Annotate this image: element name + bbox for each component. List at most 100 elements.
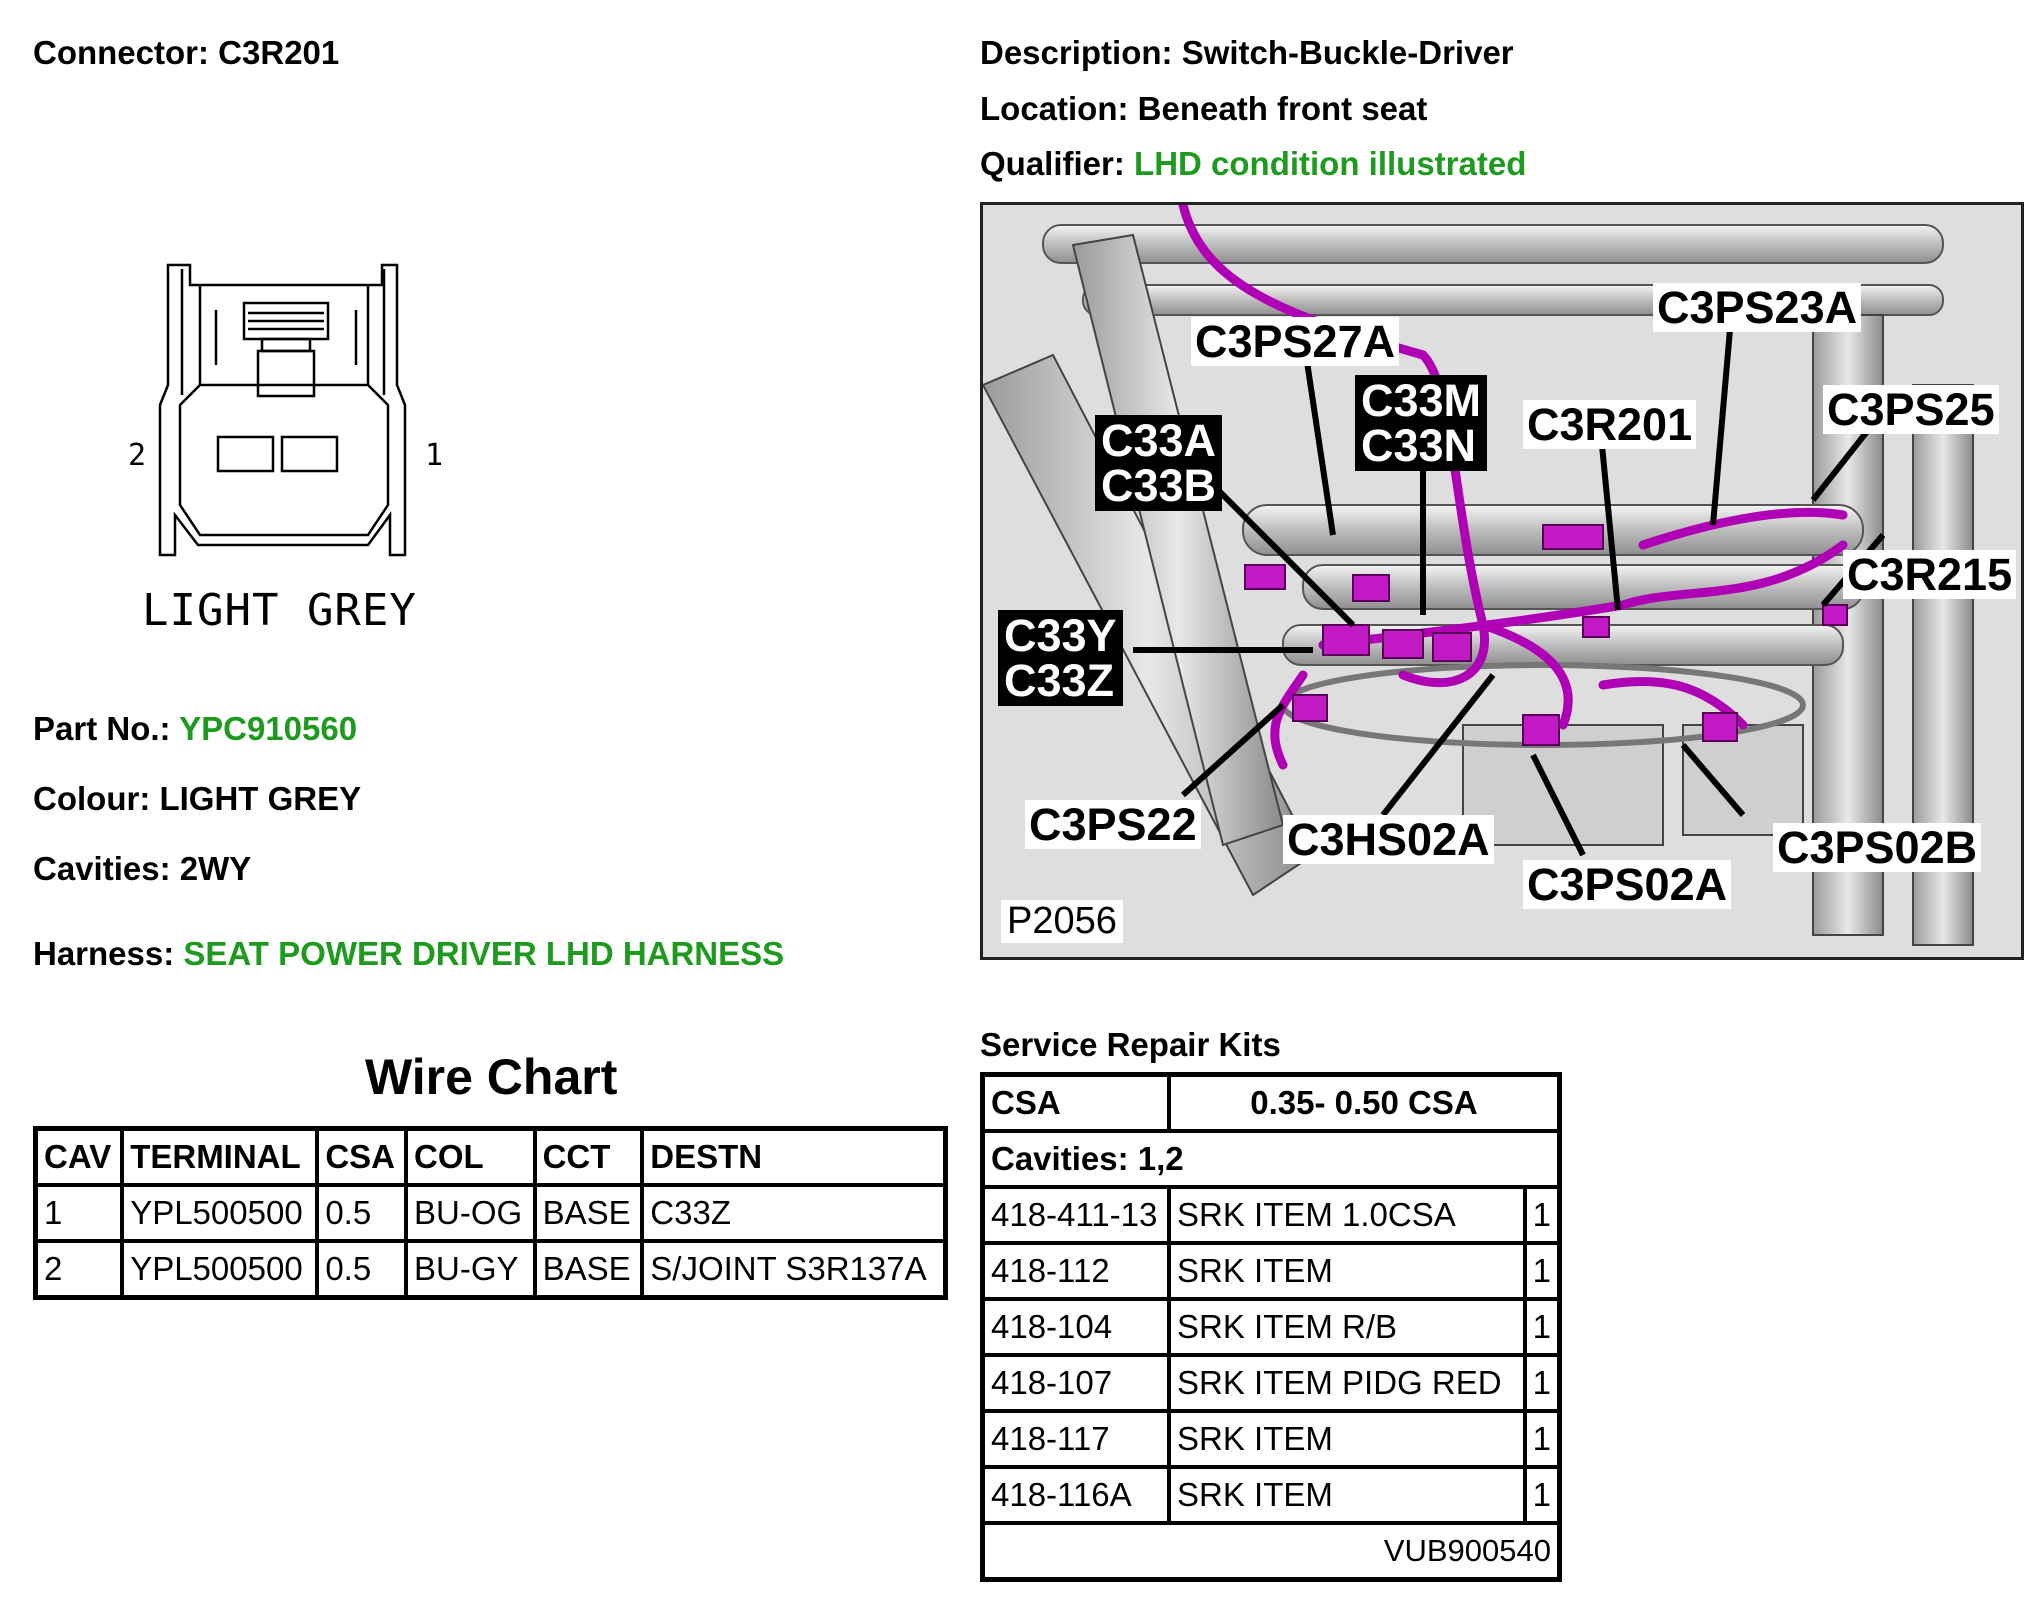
cell-cct: BASE xyxy=(532,1239,645,1300)
cell-destn: C33Z xyxy=(640,1183,948,1243)
cell-cct: BASE xyxy=(532,1183,645,1243)
kit-qty: 1 xyxy=(1522,1465,1562,1525)
cavities-line: Cavities: 2WY xyxy=(33,850,251,888)
drawing-caption: LIGHT GREY xyxy=(142,585,417,636)
callout-c33a: C33A xyxy=(1101,415,1217,466)
kit-qty: 1 xyxy=(1522,1241,1562,1301)
connector-line: Connector: C3R201 xyxy=(33,34,339,72)
kit-part: 418-117 xyxy=(980,1409,1171,1469)
table-row: 418-104 SRK ITEM R/B 1 xyxy=(980,1297,1562,1357)
kit-qty: 1 xyxy=(1522,1185,1562,1245)
kit-part: 418-411-13 xyxy=(980,1185,1171,1245)
table-row: 418-107 SRK ITEM PIDG RED 1 xyxy=(980,1353,1562,1413)
callout-c33y: C33Y xyxy=(1004,610,1117,661)
callout-c3ps27a: C3PS27A xyxy=(1191,317,1400,366)
kit-part: 418-116A xyxy=(980,1465,1171,1525)
location-photo: C3PS27A C3PS23A C33A C33B C33M C33N C3R2… xyxy=(980,202,2024,960)
callout-c3r215: C3R215 xyxy=(1843,550,2017,599)
connector-label: Connector: xyxy=(33,34,209,71)
col-col: COL xyxy=(404,1126,537,1187)
kit-desc: SRK ITEM PIDG RED xyxy=(1167,1353,1527,1413)
callout-c33m-c33n: C33M C33N xyxy=(1355,375,1488,471)
cavities-label: Cavities: xyxy=(33,850,171,887)
kit-part: 418-107 xyxy=(980,1353,1171,1413)
description-value: Switch-Buckle-Driver xyxy=(1181,34,1514,71)
table-row: 418-117 SRK ITEM 1 xyxy=(980,1409,1562,1469)
qualifier-label: Qualifier: xyxy=(980,145,1125,182)
callout-c33n: C33N xyxy=(1361,420,1477,471)
cell-cav: 1 xyxy=(33,1183,125,1243)
qualifier-line: Qualifier: LHD condition illustrated xyxy=(980,145,1526,183)
kit-desc: SRK ITEM xyxy=(1167,1465,1527,1525)
kit-desc: SRK ITEM xyxy=(1167,1241,1527,1301)
cell-col: BU-GY xyxy=(404,1239,537,1300)
col-csa: CSA xyxy=(315,1126,409,1187)
col-cct: CCT xyxy=(532,1126,645,1187)
callout-c33m: C33M xyxy=(1361,375,1482,426)
harness-label: Harness: xyxy=(33,935,175,972)
table-row: 2 YPL500500 0.5 BU-GY BASE S/JOINT S3R13… xyxy=(33,1239,948,1300)
callout-c3ps23a: C3PS23A xyxy=(1653,283,1862,332)
callout-c33b: C33B xyxy=(1101,460,1217,511)
pin-1-label: 1 xyxy=(425,438,443,473)
callout-c3ps22: C3PS22 xyxy=(1025,800,1201,849)
cell-destn: S/JOINT S3R137A xyxy=(640,1239,948,1300)
harness-line: Harness: SEAT POWER DRIVER LHD HARNESS xyxy=(33,935,784,973)
kits-ref-row: VUB900540 xyxy=(980,1521,1562,1582)
col-terminal: TERMINAL xyxy=(120,1126,320,1187)
kit-part: 418-104 xyxy=(980,1297,1171,1357)
kits-csa-label: CSA xyxy=(980,1072,1171,1133)
colour-line: Colour: LIGHT GREY xyxy=(33,780,361,818)
callout-c33y-c33z: C33Y C33Z xyxy=(998,610,1123,706)
connector-value: C3R201 xyxy=(218,34,340,71)
location-value: Beneath front seat xyxy=(1137,90,1428,127)
kit-part: 418-112 xyxy=(980,1241,1171,1301)
service-kits-title: Service Repair Kits xyxy=(980,1026,1281,1063)
table-row: 418-411-13 SRK ITEM 1.0CSA 1 xyxy=(980,1185,1562,1245)
kit-qty: 1 xyxy=(1522,1409,1562,1469)
part-no-value: YPC910560 xyxy=(179,710,358,747)
callout-c3hs02a: C3HS02A xyxy=(1283,815,1494,864)
cell-terminal: YPL500500 xyxy=(120,1239,320,1300)
cell-col: BU-OG xyxy=(404,1183,537,1243)
description-line: Description: Switch-Buckle-Driver xyxy=(980,34,1514,72)
cell-csa: 0.5 xyxy=(315,1239,409,1300)
wire-chart-title: Wire Chart xyxy=(365,1049,618,1105)
kits-reference: VUB900540 xyxy=(980,1521,1562,1582)
part-no-label: Part No.: xyxy=(33,710,171,747)
kit-desc: SRK ITEM 1.0CSA xyxy=(1167,1185,1527,1245)
table-row: 418-116A SRK ITEM 1 xyxy=(980,1465,1562,1525)
harness-value: SEAT POWER DRIVER LHD HARNESS xyxy=(183,935,785,972)
col-cav: CAV xyxy=(33,1126,125,1187)
kits-csa-value: 0.35- 0.50 CSA xyxy=(1167,1072,1562,1133)
kits-cavities-row: Cavities: 1,2 xyxy=(980,1129,1562,1189)
cell-csa: 0.5 xyxy=(315,1183,409,1243)
qualifier-value: LHD condition illustrated xyxy=(1134,145,1527,182)
kits-csa-row: CSA 0.35- 0.50 CSA xyxy=(980,1072,1562,1133)
callout-c3r201: C3R201 xyxy=(1523,400,1697,449)
description-label: Description: xyxy=(980,34,1173,71)
kit-desc: SRK ITEM R/B xyxy=(1167,1297,1527,1357)
kit-qty: 1 xyxy=(1522,1297,1562,1357)
location-line: Location: Beneath front seat xyxy=(980,90,1427,128)
pin-2-label: 2 xyxy=(128,438,146,473)
service-kits-table: CSA 0.35- 0.50 CSA Cavities: 1,2 418-411… xyxy=(980,1072,1562,1582)
callout-c33z: C33Z xyxy=(1004,655,1115,706)
callout-c3ps25: C3PS25 xyxy=(1823,385,1999,434)
wire-chart-table: CAV TERMINAL CSA COL CCT DESTN 1 YPL5005… xyxy=(33,1126,948,1300)
table-row: 1 YPL500500 0.5 BU-OG BASE C33Z xyxy=(33,1183,948,1243)
photo-reference: P2056 xyxy=(1001,900,1123,943)
cell-terminal: YPL500500 xyxy=(120,1183,320,1243)
connector-drawing: 2 1 LIGHT GREY xyxy=(128,263,443,636)
cell-cav: 2 xyxy=(33,1239,125,1300)
callout-c3ps02b: C3PS02B xyxy=(1773,823,1982,872)
table-row: 418-112 SRK ITEM 1 xyxy=(980,1241,1562,1301)
kit-qty: 1 xyxy=(1522,1353,1562,1413)
colour-label: Colour: xyxy=(33,780,151,817)
col-destn: DESTN xyxy=(640,1126,948,1187)
location-label: Location: xyxy=(980,90,1129,127)
wire-chart-header-row: CAV TERMINAL CSA COL CCT DESTN xyxy=(33,1126,948,1187)
kit-desc: SRK ITEM xyxy=(1167,1409,1527,1469)
callout-c33a-c33b: C33A C33B xyxy=(1095,415,1223,511)
part-no-line: Part No.: YPC910560 xyxy=(33,710,357,748)
